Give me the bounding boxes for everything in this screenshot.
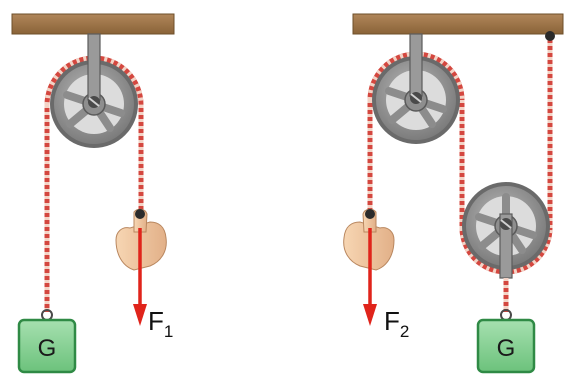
weight-label-right: G — [497, 335, 516, 362]
weight-block-right — [476, 318, 536, 374]
fixed-pulley-system: G F1 — [11, 13, 175, 374]
force-label-f1: F1 — [148, 306, 173, 341]
force-arrow-f1 — [133, 228, 147, 326]
ceiling-beam-right — [352, 13, 564, 35]
force-label-f2: F2 — [384, 306, 409, 341]
ceiling-anchor — [545, 31, 555, 41]
ceiling-beam-left — [11, 13, 175, 35]
weight-label-left: G — [38, 335, 57, 362]
fixed-pulley-bracket-right — [409, 33, 423, 97]
weight-block-left — [17, 318, 77, 374]
pulley-bracket-left — [87, 33, 101, 101]
force-arrow-f2 — [363, 228, 377, 326]
movable-pulley-system: G F2 — [343, 13, 564, 374]
